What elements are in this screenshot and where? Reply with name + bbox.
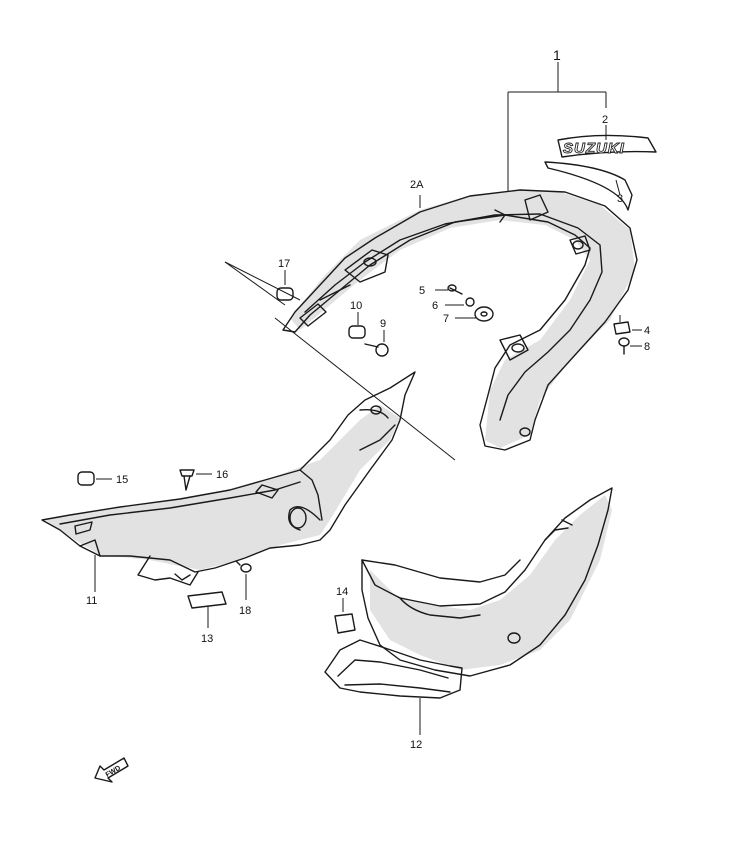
callout-1-bracket bbox=[507, 62, 607, 192]
callout-13: 13 bbox=[201, 633, 213, 645]
leader-3 bbox=[615, 179, 621, 196]
screw-8 bbox=[618, 337, 642, 355]
left-frame-cover bbox=[41, 371, 416, 586]
callout-2: 2 bbox=[602, 114, 608, 126]
bolt-9 bbox=[364, 330, 389, 357]
callout-3: 3 bbox=[617, 193, 623, 205]
callout-18: 18 bbox=[239, 605, 251, 617]
callout-4: 4 bbox=[644, 325, 650, 337]
callout-9: 9 bbox=[380, 318, 386, 330]
callout-1: 1 bbox=[553, 47, 561, 63]
callout-11: 11 bbox=[86, 595, 97, 607]
clip-nut-4 bbox=[613, 315, 642, 335]
callout-6: 6 bbox=[432, 300, 438, 312]
right-frame-cover bbox=[324, 487, 613, 699]
callout-16: 16 bbox=[216, 469, 228, 481]
grommet-17 bbox=[276, 270, 294, 301]
pad-13 bbox=[187, 591, 227, 628]
callout-8: 8 bbox=[644, 341, 650, 353]
clip-16 bbox=[179, 469, 212, 491]
callout-15: 15 bbox=[116, 474, 128, 486]
grommet-15 bbox=[77, 471, 112, 486]
tail-stripe bbox=[544, 161, 633, 211]
emblem-text: SUZUKI bbox=[563, 140, 625, 157]
bolt-5 bbox=[435, 284, 463, 295]
seat-tail-cover bbox=[282, 189, 638, 451]
screw-18 bbox=[234, 559, 252, 600]
grommet-7 bbox=[455, 306, 494, 322]
callout-7: 7 bbox=[443, 313, 449, 325]
guide-lines bbox=[224, 261, 456, 461]
forward-arrow-icon: FWD bbox=[94, 757, 129, 783]
washer-6 bbox=[445, 297, 475, 307]
fwd-label: FWD bbox=[105, 765, 122, 779]
callout-12: 12 bbox=[410, 739, 422, 751]
suzuki-emblem: SUZUKI bbox=[557, 134, 657, 158]
callout-10: 10 bbox=[350, 300, 362, 312]
pad-14 bbox=[334, 598, 356, 634]
collar-10 bbox=[348, 312, 366, 339]
callout-2a: 2A bbox=[410, 179, 424, 191]
callout-5: 5 bbox=[419, 285, 425, 297]
callout-14: 14 bbox=[336, 586, 348, 598]
callout-17: 17 bbox=[278, 258, 290, 270]
